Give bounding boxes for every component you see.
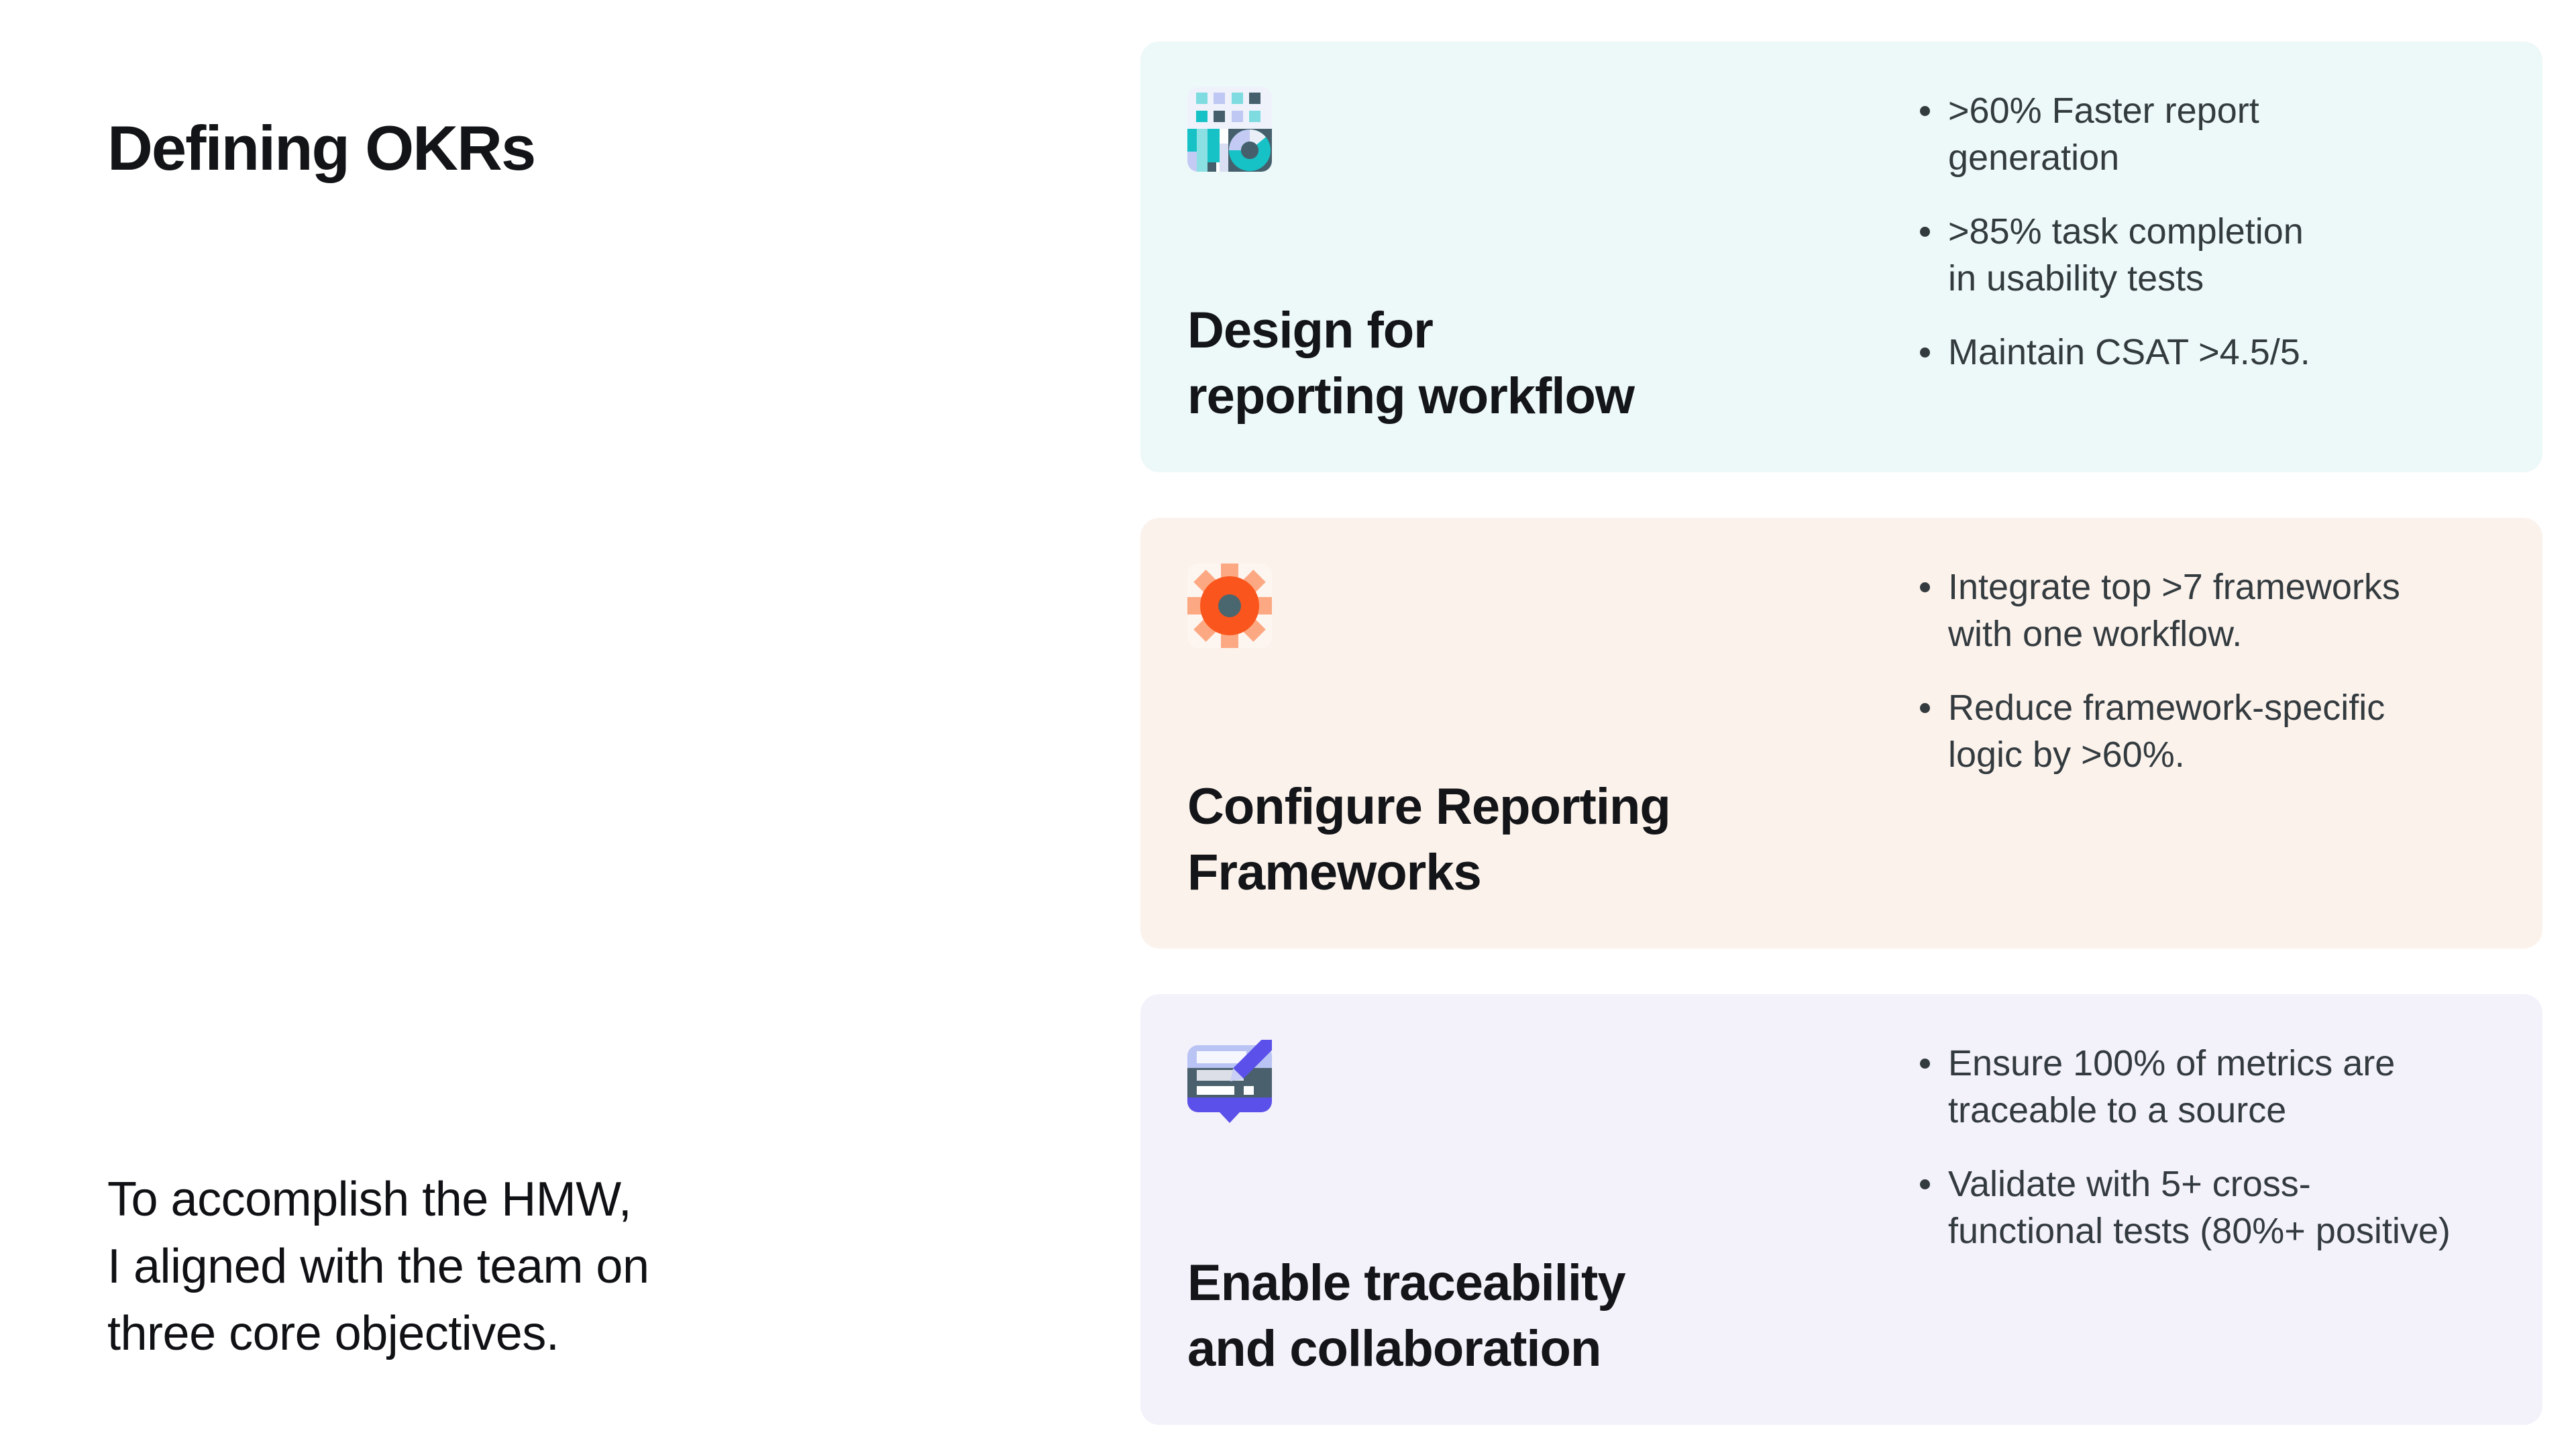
- card-left-column: Design for reporting workflow: [1187, 87, 1919, 429]
- analytics-dashboard-icon: [1187, 87, 1272, 172]
- key-result-item: >60% Faster report generation: [1919, 87, 2500, 181]
- key-result-item: Integrate top >7 frameworks with one wor…: [1919, 564, 2500, 657]
- form-edit-icon: [1187, 1034, 1278, 1124]
- bullet-dot-icon: [1920, 1179, 1930, 1189]
- key-result-item: Reduce framework-specific logic by >60%.: [1919, 684, 2500, 778]
- key-results-list: Integrate top >7 frameworks with one wor…: [1919, 564, 2500, 778]
- card-left-column: Configure Reporting Frameworks: [1187, 564, 1919, 906]
- gear-icon: [1187, 564, 1272, 648]
- okr-card-traceability: Enable traceability and collaboration En…: [1140, 994, 2542, 1425]
- bullet-dot-icon: [1920, 347, 1930, 358]
- bullet-dot-icon: [1920, 106, 1930, 116]
- key-result-text: >60% Faster report generation: [1948, 91, 2259, 178]
- key-result-item: Validate with 5+ cross- functional tests…: [1919, 1161, 2500, 1254]
- okr-card-design: Design for reporting workflow >60% Faste…: [1140, 42, 2542, 472]
- key-result-item: >85% task completion in usability tests: [1919, 208, 2500, 302]
- key-result-text: >85% task completion in usability tests: [1948, 211, 2304, 299]
- page-title: Defining OKRs: [107, 113, 536, 183]
- key-result-item: Ensure 100% of metrics are traceable to …: [1919, 1040, 2500, 1134]
- card-right-column: Ensure 100% of metrics are traceable to …: [1919, 1040, 2500, 1382]
- key-result-text: Integrate top >7 frameworks with one wor…: [1948, 567, 2400, 654]
- card-right-column: Integrate top >7 frameworks with one wor…: [1919, 564, 2500, 906]
- key-result-item: Maintain CSAT >4.5/5.: [1919, 329, 2500, 376]
- bullet-dot-icon: [1920, 1059, 1930, 1069]
- intro-note: To accomplish the HMW, I aligned with th…: [107, 1173, 649, 1360]
- bullet-dot-icon: [1920, 227, 1930, 237]
- key-result-text: Reduce framework-specific logic by >60%.: [1948, 688, 2385, 775]
- bullet-dot-icon: [1920, 703, 1930, 713]
- card-title: Design for reporting workflow: [1187, 302, 1635, 425]
- card-right-column: >60% Faster report generation >85% task …: [1919, 87, 2500, 429]
- bullet-dot-icon: [1920, 582, 1930, 592]
- key-result-text: Validate with 5+ cross- functional tests…: [1948, 1164, 2451, 1251]
- card-title: Configure Reporting Frameworks: [1187, 778, 1671, 901]
- key-results-list: Ensure 100% of metrics are traceable to …: [1919, 1040, 2500, 1254]
- key-result-text: Maintain CSAT >4.5/5.: [1948, 332, 2310, 372]
- key-results-list: >60% Faster report generation >85% task …: [1919, 87, 2500, 376]
- okr-card-configure: Configure Reporting Frameworks Integrate…: [1140, 518, 2542, 949]
- card-title: Enable traceability and collaboration: [1187, 1254, 1626, 1377]
- card-left-column: Enable traceability and collaboration: [1187, 1034, 1919, 1382]
- key-result-text: Ensure 100% of metrics are traceable to …: [1948, 1043, 2396, 1130]
